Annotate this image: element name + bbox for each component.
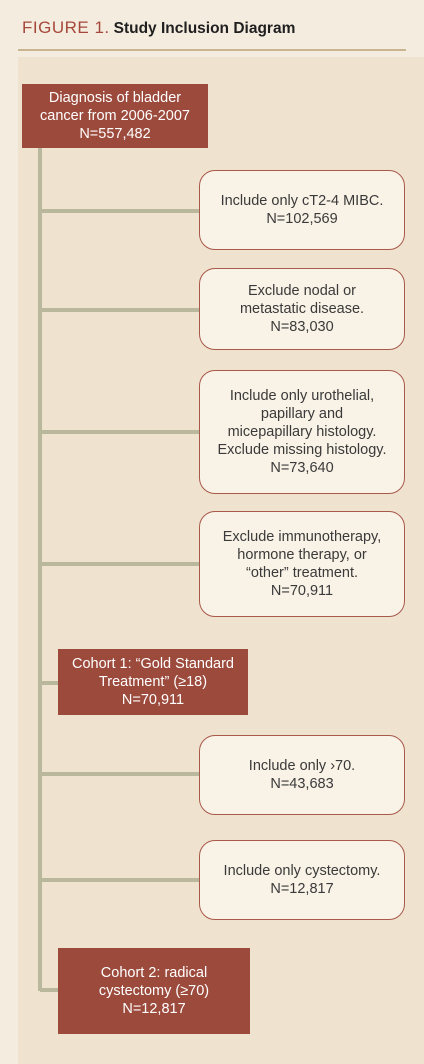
box-diagnosis-line-2: cancer from 2006-2007 (40, 108, 190, 124)
connector-branch-therapy (40, 562, 199, 566)
box-diagnosis: Diagnosis of bladder cancer from 2006-20… (22, 84, 208, 148)
title-rule (18, 49, 406, 51)
box-mibc-line-2: N=102,569 (266, 211, 338, 227)
box-therapy-line-3: “other” treatment. (245, 565, 358, 581)
connector-trunk (38, 148, 42, 991)
box-therapy-line-2: hormone therapy, or (237, 547, 367, 563)
box-therapy-line-4: N=70,911 (270, 583, 334, 599)
box-nodal-line-2: metastatic disease. (239, 301, 365, 317)
box-cystectomy-line-1: Include only cystectomy. (223, 863, 381, 879)
figure-title: FIGURE 1.Study Inclusion Diagram (22, 18, 295, 38)
box-diagnosis-line-1: Diagnosis of bladder (48, 90, 182, 106)
box-nodal-line-1: Exclude nodal or (247, 283, 356, 299)
box-cohort1-line-1: Cohort 1: “Gold Standard (71, 656, 234, 672)
box-mibc-line-1: Include only cT2-4 MIBC. (220, 193, 384, 209)
connector-branch-mibc (40, 209, 199, 213)
box-mibc: Include only cT2-4 MIBC. N=102,569 (199, 170, 405, 250)
box-cohort1-line-2: Treatment” (≥18) (98, 674, 208, 690)
box-nodal-line-3: N=83,030 (270, 319, 334, 335)
box-cohort1-line-3: N=70,911 (121, 692, 185, 708)
box-cohort2-line-2: cystectomy (≥70) (98, 983, 210, 999)
box-histology-line-4: Exclude missing histology. (217, 442, 387, 458)
box-nodal: Exclude nodal or metastatic disease. N=8… (199, 268, 405, 350)
box-therapy-line-1: Exclude immunotherapy, (222, 529, 382, 545)
box-cohort1: Cohort 1: “Gold Standard Treatment” (≥18… (58, 649, 248, 715)
connector-branch-cohort1 (40, 681, 60, 685)
box-cystectomy: Include only cystectomy. N=12,817 (199, 840, 405, 920)
box-cohort2-line-3: N=12,817 (122, 1001, 186, 1017)
box-histology-line-5: N=73,640 (270, 460, 334, 476)
box-age: Include only ›70. N=43,683 (199, 735, 405, 815)
box-diagnosis-line-3: N=557,482 (79, 126, 151, 142)
box-histology-line-3: micepapillary histology. (227, 424, 377, 440)
figure-label: FIGURE 1. (22, 18, 110, 37)
connector-branch-cystectomy (40, 878, 199, 882)
connector-branch-cohort2 (40, 988, 60, 992)
connector-branch-histology (40, 430, 199, 434)
connector-branch-nodal (40, 308, 199, 312)
box-histology-line-2: papillary and (260, 406, 344, 422)
box-cohort2: Cohort 2: radical cystectomy (≥70) N=12,… (58, 948, 250, 1034)
box-cystectomy-line-2: N=12,817 (270, 881, 334, 897)
box-histology: Include only urothelial, papillary and m… (199, 370, 405, 494)
box-therapy: Exclude immunotherapy, hormone therapy, … (199, 511, 405, 617)
box-cohort2-line-1: Cohort 2: radical (100, 965, 208, 981)
figure-heading: Study Inclusion Diagram (113, 20, 296, 37)
box-histology-line-1: Include only urothelial, (229, 388, 375, 404)
box-age-line-1: Include only ›70. (248, 758, 356, 774)
box-age-line-2: N=43,683 (270, 776, 334, 792)
connector-branch-age (40, 772, 199, 776)
